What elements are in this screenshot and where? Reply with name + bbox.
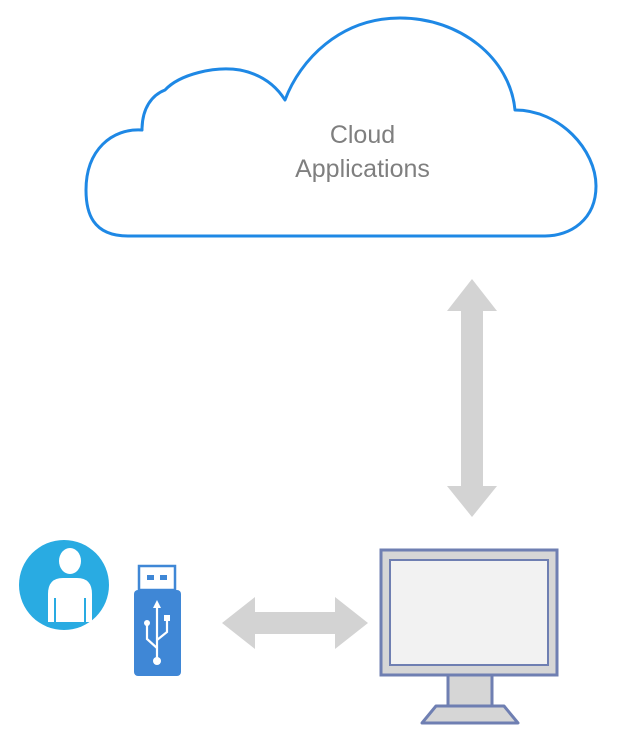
usb-drive-icon	[134, 564, 181, 676]
cloud-label: Cloud Applications	[240, 118, 485, 186]
cloud-label-line1: Cloud	[329, 121, 396, 149]
monitor-icon	[379, 548, 559, 725]
user-icon	[19, 540, 109, 630]
cloud-label-line2: Applications	[295, 155, 430, 183]
cloud-icon	[84, 16, 598, 238]
cloud-monitor-arrow	[447, 279, 497, 517]
usb-monitor-arrow	[222, 597, 368, 649]
